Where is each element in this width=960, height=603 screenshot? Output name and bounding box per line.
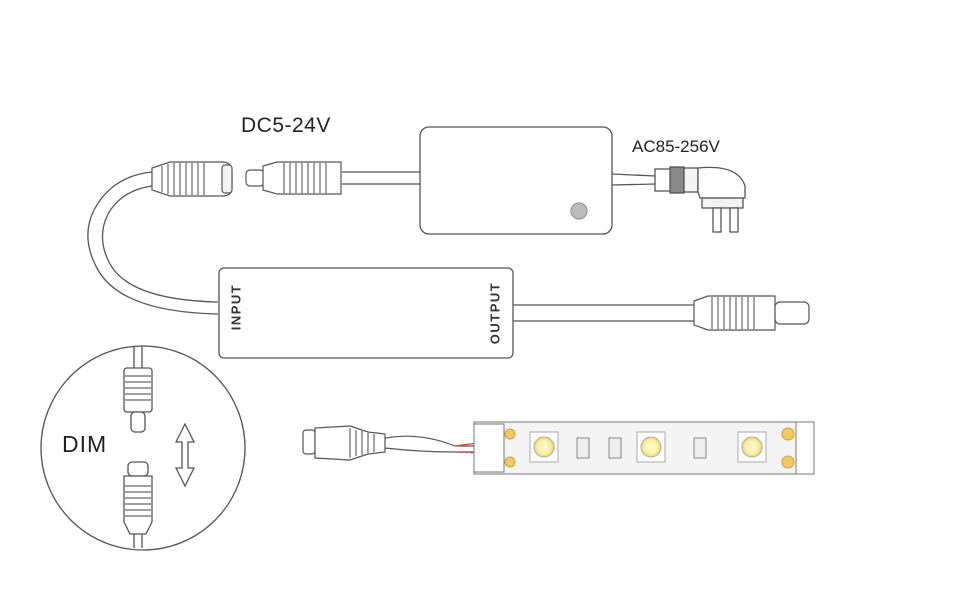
- ac-plug-icon: [654, 166, 746, 233]
- dc-female-connector-icon: [151, 161, 233, 197]
- dim-label: DIM: [62, 431, 108, 457]
- dc-voltage-label: DC5-24V: [241, 114, 331, 137]
- controller-output-label: OUTPUT: [487, 281, 503, 345]
- dc-male-connector-icon: [693, 295, 810, 331]
- double-arrow-icon: [174, 422, 196, 488]
- dc-male-connector-icon: [245, 161, 342, 195]
- led-strip-icon: [473, 421, 815, 475]
- input-cable: [87, 171, 219, 315]
- output-cable: [513, 304, 694, 322]
- controller-box: [218, 267, 514, 359]
- power-adapter-icon: [342, 126, 657, 235]
- controller-input-label: INPUT: [228, 283, 244, 331]
- strip-connector: [302, 425, 501, 461]
- ac-voltage-label: AC85-256V: [632, 137, 720, 156]
- dim-inset: [40, 345, 246, 551]
